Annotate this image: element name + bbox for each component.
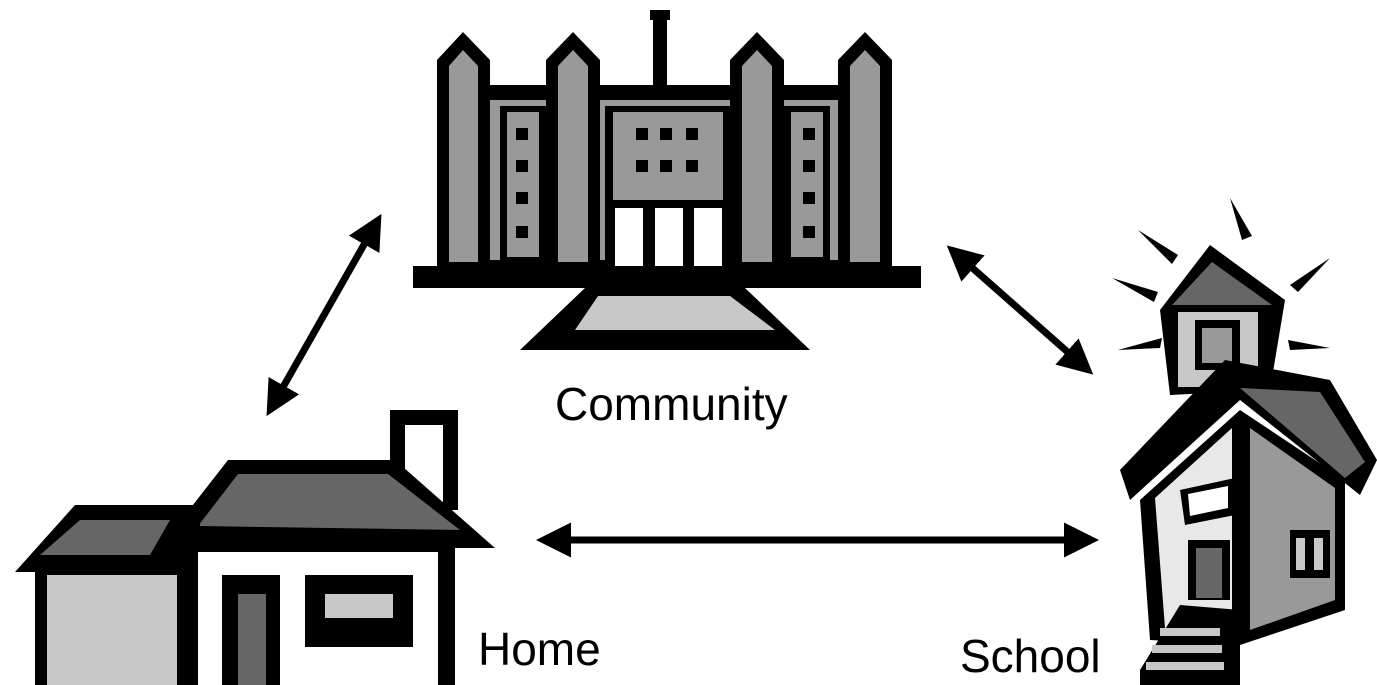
home-label: Home bbox=[478, 623, 601, 675]
school-label: School bbox=[960, 630, 1101, 682]
house-icon bbox=[15, 410, 495, 685]
community-label: Community bbox=[555, 378, 788, 430]
schoolhouse-icon bbox=[1112, 198, 1377, 685]
home-community-arrow bbox=[266, 213, 382, 417]
community-school-arrow bbox=[946, 245, 1094, 375]
government-building-icon bbox=[413, 10, 921, 350]
